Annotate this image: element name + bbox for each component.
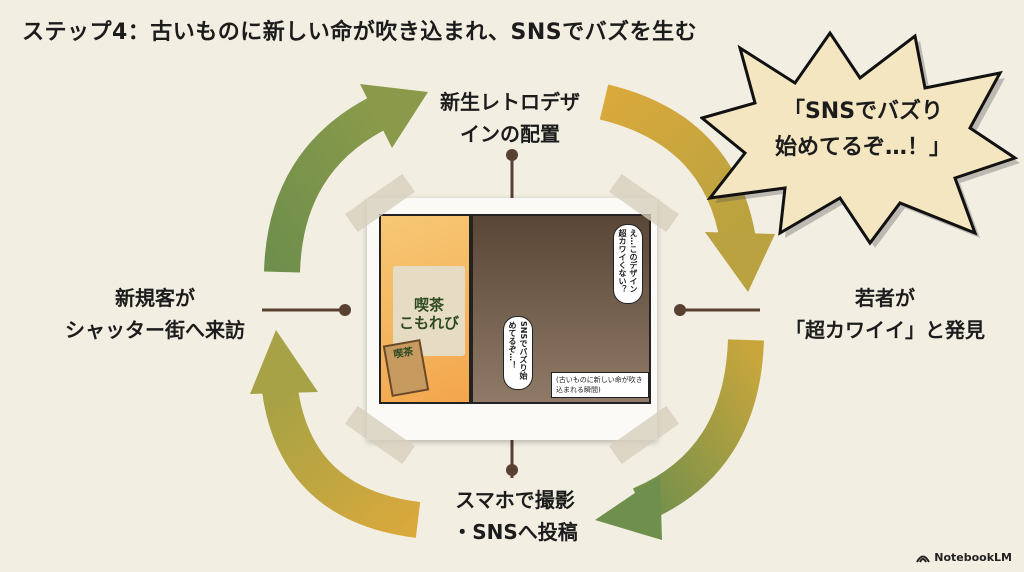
speech-bubble: え…このデザイン超カワイくない？ — [613, 224, 643, 304]
label-line: 新生レトロデザ — [440, 90, 580, 114]
label-line: シャッター街へ来訪 — [65, 318, 245, 342]
step-youth-discover: 若者が 「超カワイイ」と発見 — [770, 282, 1000, 346]
manga-illustration: 喫茶こもれび 喫茶 え…このデザイン超カワイくない？ SNSでバズり始めてるぞ…… — [345, 173, 679, 465]
step-new-visitors: 新規客が シャッター街へ来訪 — [50, 282, 260, 346]
notebooklm-icon — [916, 555, 931, 563]
label-line: ・SNSへ投稿 — [452, 520, 578, 544]
speech-bubble: SNSでバズり始めてるぞ…！ — [503, 316, 533, 390]
tote-bag: 喫茶こもれび — [393, 266, 465, 356]
label-line: 「超カワイイ」と発見 — [785, 318, 985, 342]
notebooklm-logo: NotebookLM — [916, 551, 1012, 564]
arrow-top-left — [264, 84, 428, 273]
step-sns-post: スマホで撮影 ・SNSへ投稿 — [415, 484, 615, 548]
label-line: スマホで撮影 — [455, 488, 575, 512]
step-new-design: 新生レトロデザ インの配置 — [420, 86, 600, 150]
burst-line: 始めてるぞ…！」 — [774, 135, 951, 160]
arrow-bottom-right — [595, 339, 764, 540]
bag-logo: 喫茶こもれび — [398, 296, 459, 332]
burst-bubble — [700, 30, 1020, 248]
label-line: 若者が — [855, 286, 915, 310]
burst-text: 「SNSでバズり 始めてるぞ…！」 — [748, 94, 978, 166]
label-line: 新規客が — [115, 286, 195, 310]
label-line: インの配置 — [460, 122, 560, 146]
panel-tote-bag: 喫茶こもれび 喫茶 — [379, 214, 471, 404]
caption-box: (古いものに新しい命が吹き込まれる瞬間) — [551, 372, 649, 398]
burst-line: 「SNSでバズり — [782, 99, 944, 124]
branding-text: NotebookLM — [934, 551, 1012, 564]
arrow-top-right — [599, 84, 775, 292]
arrow-bottom-left — [250, 330, 421, 538]
panel-street-scene: え…このデザイン超カワイくない？ SNSでバズり始めてるぞ…！ (古いものに新し… — [471, 214, 651, 404]
slide-title: ステップ4：古いものに新しい命が吹き込まれ、SNSでバズを生む — [22, 20, 698, 45]
